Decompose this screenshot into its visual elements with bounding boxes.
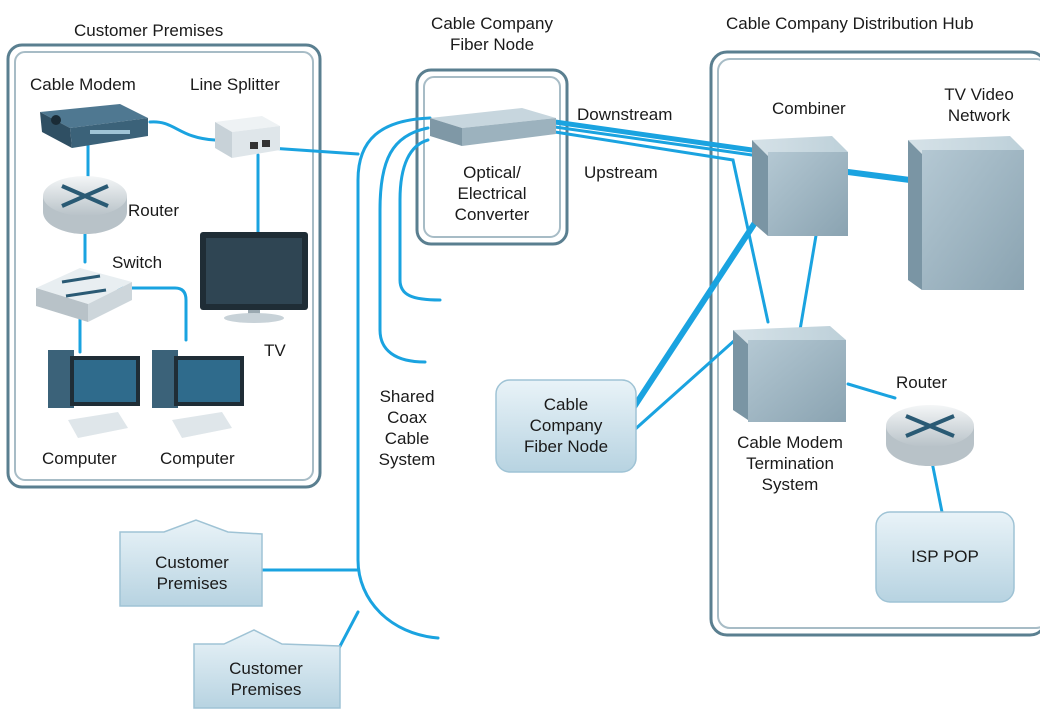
- label-upstream: Upstream: [584, 163, 658, 182]
- cable-modem-device: [40, 104, 148, 148]
- label-customer-house-1-line1: Customer: [155, 553, 229, 572]
- customer-house-1-shape: [119, 519, 263, 607]
- downstream-fiber: [552, 119, 755, 153]
- computer-1-device: [48, 350, 140, 438]
- title-customer-premises: Customer Premises: [74, 21, 224, 40]
- label-tv: TV: [264, 341, 286, 360]
- fiber-node2-cmts: [630, 338, 737, 434]
- customer-house-2-shape: [193, 629, 341, 709]
- label-fiber-node-2: Cable Company Fiber Node: [500, 394, 632, 457]
- label-line-splitter: Line Splitter: [190, 75, 280, 94]
- label-cmts-line3: System: [761, 475, 819, 494]
- coax-trunk: [356, 116, 440, 640]
- label-shared-coax-line2: Coax: [387, 408, 427, 427]
- label-fiber-node-2-line3: Fiber Node: [523, 437, 609, 456]
- label-shared-coax-line1: Shared: [379, 387, 435, 406]
- cmts-router-link: [846, 382, 897, 400]
- router-left-device: [43, 176, 127, 234]
- label-cable-modem: Cable Modem: [30, 75, 136, 94]
- label-combiner: Combiner: [772, 99, 846, 118]
- router-isp-link: [930, 460, 944, 514]
- coax-branch-2: [398, 138, 442, 302]
- label-isp-pop: ISP POP: [911, 547, 979, 566]
- fiber-node2-combiner: [629, 209, 765, 413]
- label-converter: Optical/ Electrical Converter: [432, 162, 552, 225]
- fiber-node-frame: [415, 68, 569, 246]
- title-fiber-node-line1: Cable Company: [431, 14, 553, 33]
- label-fiber-node-2-line2: Company: [529, 416, 603, 435]
- optical-converter-device: [430, 108, 556, 146]
- fiber-node-2-box: [495, 379, 637, 473]
- coax-house-2: [336, 610, 360, 652]
- title-fiber-node-line2: Fiber Node: [449, 35, 535, 54]
- switch-device: [36, 268, 132, 322]
- label-fiber-node-2-line1: Cable: [543, 395, 589, 414]
- computer-2-device: [152, 350, 244, 438]
- isp-pop-box: [875, 511, 1015, 603]
- label-shared-coax-line3: Cable: [384, 429, 430, 448]
- upstream-fiber: [553, 130, 770, 324]
- label-cmts-line2: Termination: [746, 454, 834, 473]
- line-splitter-device: [215, 116, 280, 158]
- customer-premises-frame: [6, 43, 322, 489]
- label-tv-video-line1: TV Video: [944, 85, 1014, 104]
- combiner-device: [752, 136, 848, 236]
- tv-video-network-device: [908, 136, 1024, 290]
- router-right-device: [886, 405, 974, 466]
- link-modem-splitter: [148, 120, 217, 142]
- link-splitter-coax: [268, 146, 360, 156]
- fiber-node-frame-inner: [423, 76, 561, 238]
- label-customer-house-1: Customer Premises: [126, 552, 258, 594]
- customer-premises-frame-inner: [14, 51, 314, 481]
- label-router-right: Router: [896, 373, 948, 392]
- label-router-left: Router: [128, 201, 180, 220]
- title-distribution-hub: Cable Company Distribution Hub: [726, 14, 974, 33]
- label-customer-house-2: Customer Premises: [200, 658, 332, 700]
- cmts-device: [733, 326, 846, 422]
- label-customer-house-2-line1: Customer: [229, 659, 303, 678]
- label-converter-line2: Electrical: [457, 184, 527, 203]
- label-computer-2: Computer: [160, 449, 235, 468]
- label-computer-1: Computer: [42, 449, 117, 468]
- link-switch-computer2: [116, 286, 188, 342]
- label-downstream: Downstream: [577, 105, 673, 124]
- label-switch: Switch: [112, 253, 163, 272]
- label-cmts: Cable Modem Termination System: [730, 432, 850, 495]
- hub-frame-inner: [717, 58, 1040, 629]
- downstream-fiber-2: [553, 125, 754, 157]
- label-converter-line1: Optical/: [463, 163, 521, 182]
- label-customer-house-2-line2: Premises: [230, 680, 302, 699]
- hub-frame: [709, 50, 1040, 637]
- coax-branch-1: [378, 126, 430, 364]
- combiner-tv-link: [845, 169, 913, 183]
- label-converter-line3: Converter: [454, 205, 530, 224]
- label-tv-video-network: TV Video Network: [924, 84, 1034, 126]
- title-fiber-node: Cable Company Fiber Node: [422, 13, 562, 55]
- label-customer-house-1-line2: Premises: [156, 574, 228, 593]
- label-cmts-line1: Cable Modem: [737, 433, 843, 452]
- label-shared-coax: Shared Coax Cable System: [362, 386, 452, 470]
- tv-device: [200, 232, 308, 323]
- label-shared-coax-line4: System: [378, 450, 436, 469]
- label-tv-video-line2: Network: [947, 106, 1011, 125]
